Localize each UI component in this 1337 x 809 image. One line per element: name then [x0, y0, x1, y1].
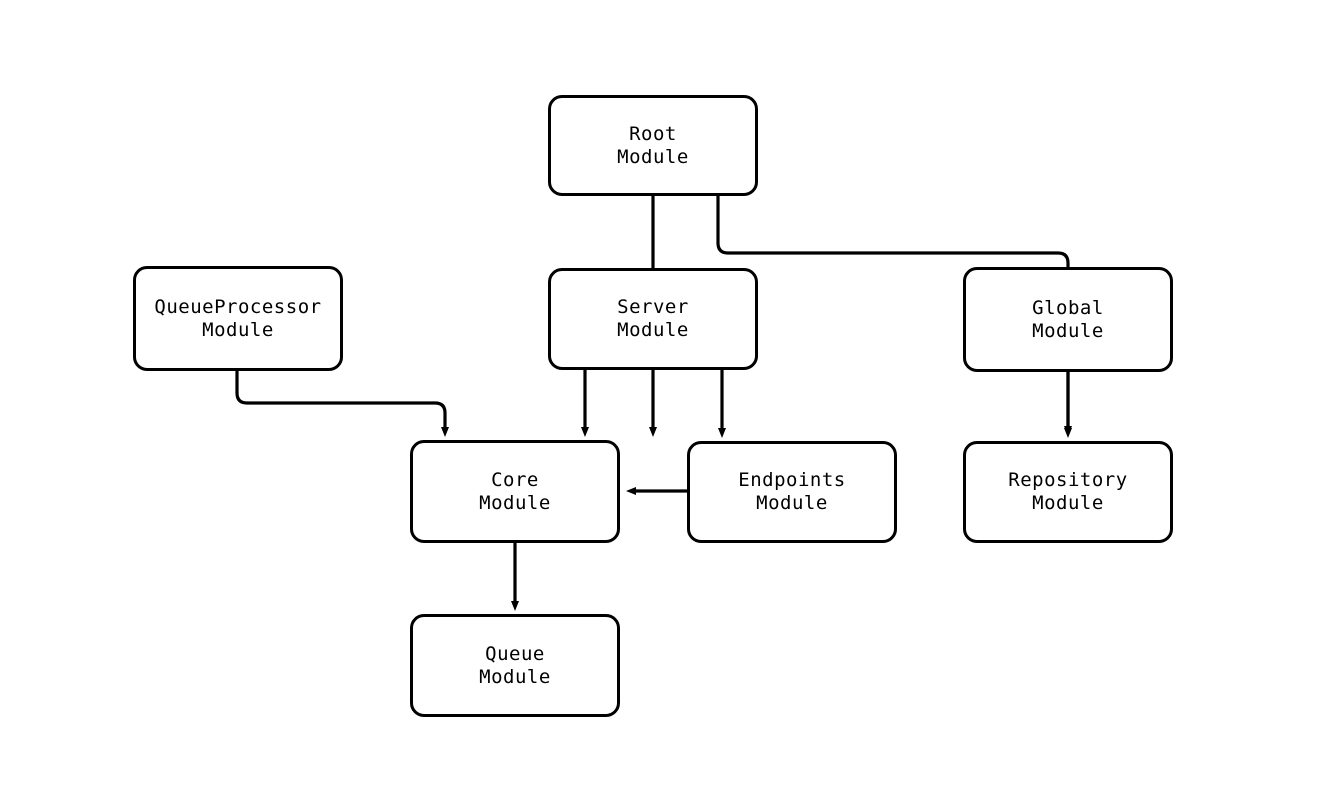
node-label: QueueProcessor — [154, 295, 322, 318]
node-queueprocessor-module[interactable]: QueueProcessor Module — [133, 266, 343, 371]
node-global-module[interactable]: Global Module — [963, 267, 1173, 372]
edge-queueprocessor-to-core — [235, 371, 449, 437]
node-label: Root — [629, 122, 677, 145]
node-core-module[interactable]: Core Module — [410, 440, 620, 543]
node-root-module[interactable]: Root Module — [548, 95, 758, 196]
node-label: Server — [617, 296, 689, 318]
node-label: Module — [479, 491, 551, 514]
node-repository-module[interactable]: Repository Module — [963, 441, 1173, 543]
node-label: Module — [479, 665, 551, 688]
edge-root-to-global — [716, 196, 1072, 436]
node-label: Endpoints — [738, 469, 846, 491]
node-label: Module — [617, 319, 689, 341]
node-label: Module — [617, 145, 689, 168]
node-label: Module — [202, 318, 274, 341]
node-label: Queue — [485, 642, 545, 665]
node-label: Global — [1032, 296, 1104, 319]
node-label: Repository — [1008, 469, 1128, 491]
node-endpoints-module[interactable]: Endpoints Module — [687, 441, 897, 543]
node-label: Module — [1032, 319, 1104, 342]
node-label: Module — [1032, 492, 1104, 514]
node-server-module[interactable]: Server Module — [548, 268, 758, 370]
node-queue-module[interactable]: Queue Module — [410, 614, 620, 717]
node-label: Core — [491, 468, 539, 491]
node-label: Module — [756, 492, 828, 514]
